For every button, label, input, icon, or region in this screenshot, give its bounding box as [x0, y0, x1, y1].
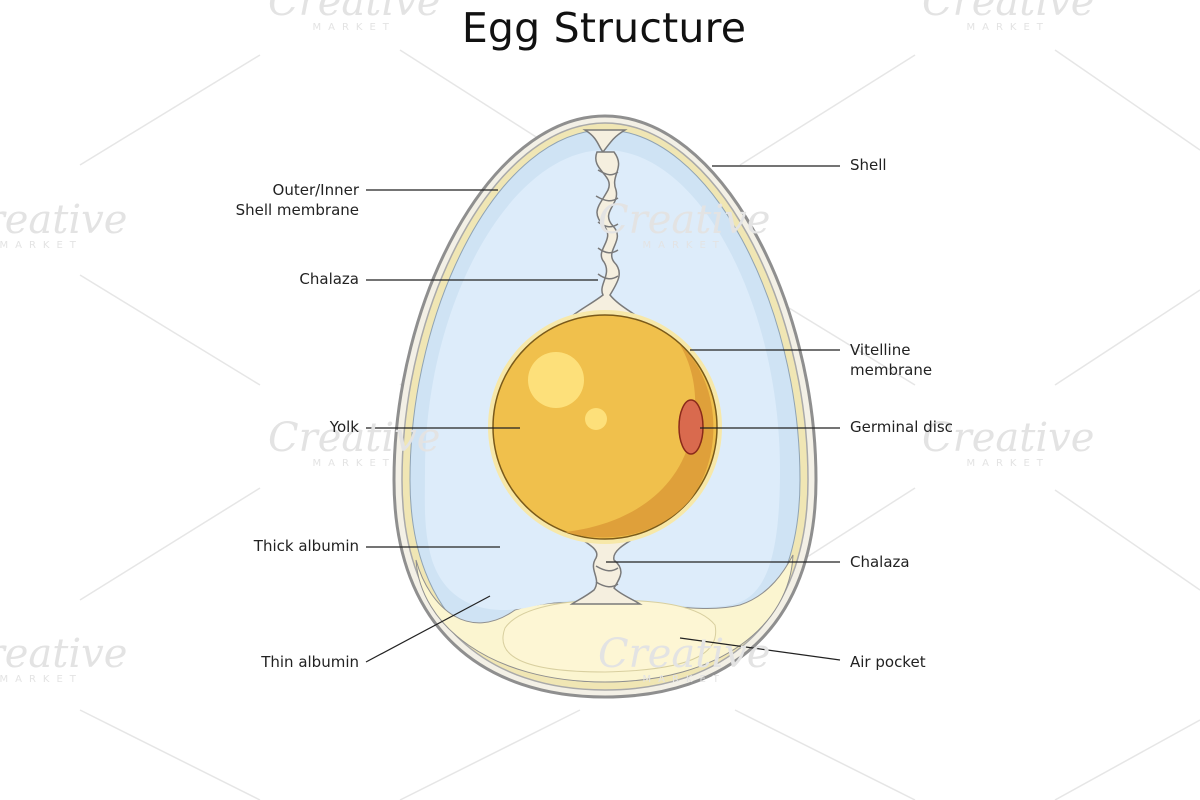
chalaza-bottom-shape [569, 534, 643, 605]
page-title: Egg Structure [461, 4, 747, 52]
label-vitelline-line1: Vitelline [850, 341, 911, 359]
air-pocket [502, 599, 717, 673]
label-air-pocket: Air pocket [850, 653, 926, 671]
yolk-highlight-small [585, 408, 607, 430]
leader-air-pocket [679, 637, 841, 661]
label-yolk: Yolk [329, 418, 359, 436]
leader-thin-albumin [365, 595, 491, 663]
yolk-shade [565, 345, 714, 538]
label-membrane-line1: Outer/Inner [272, 181, 359, 199]
label-thick-albumin: Thick albumin [253, 537, 359, 555]
label-germinal-disc: Germinal disc [850, 418, 953, 436]
label-shell-membrane: Outer/Inner Shell membrane [160, 180, 359, 220]
leader-lines [365, 165, 841, 663]
label-chalaza-bottom: Chalaza [850, 553, 910, 571]
label-vitelline-line2: membrane [850, 361, 933, 379]
yolk-highlight-large [528, 352, 584, 408]
label-membrane-line2: Shell membrane [235, 201, 359, 219]
label-vitelline-membrane: Vitelline membrane [850, 340, 932, 380]
label-thin-albumin: Thin albumin [261, 653, 359, 671]
label-shell: Shell [850, 156, 887, 174]
germinal-disc-shape [678, 399, 704, 455]
label-chalaza-top: Chalaza [299, 270, 359, 288]
